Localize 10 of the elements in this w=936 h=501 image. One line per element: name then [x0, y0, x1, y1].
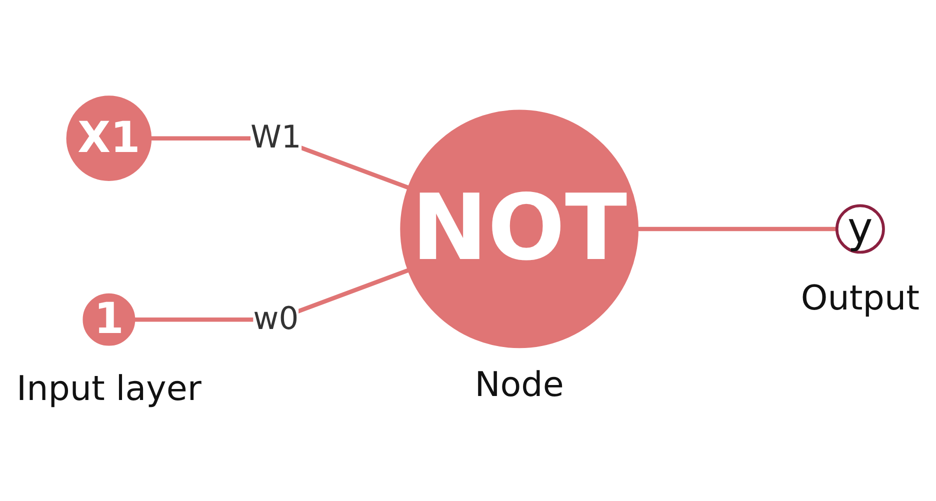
connector: [638, 226, 837, 231]
edge-label: w0: [253, 301, 299, 338]
node-circle: y: [835, 204, 885, 254]
node-circle: X1: [66, 95, 152, 181]
node-circle: NOT: [400, 109, 638, 348]
node-caption: Output: [800, 278, 920, 318]
node-caption: Input layer: [16, 368, 202, 409]
node-caption: Node: [474, 364, 564, 404]
node-circle: 1: [82, 293, 136, 346]
edge-label: W1: [250, 120, 302, 156]
